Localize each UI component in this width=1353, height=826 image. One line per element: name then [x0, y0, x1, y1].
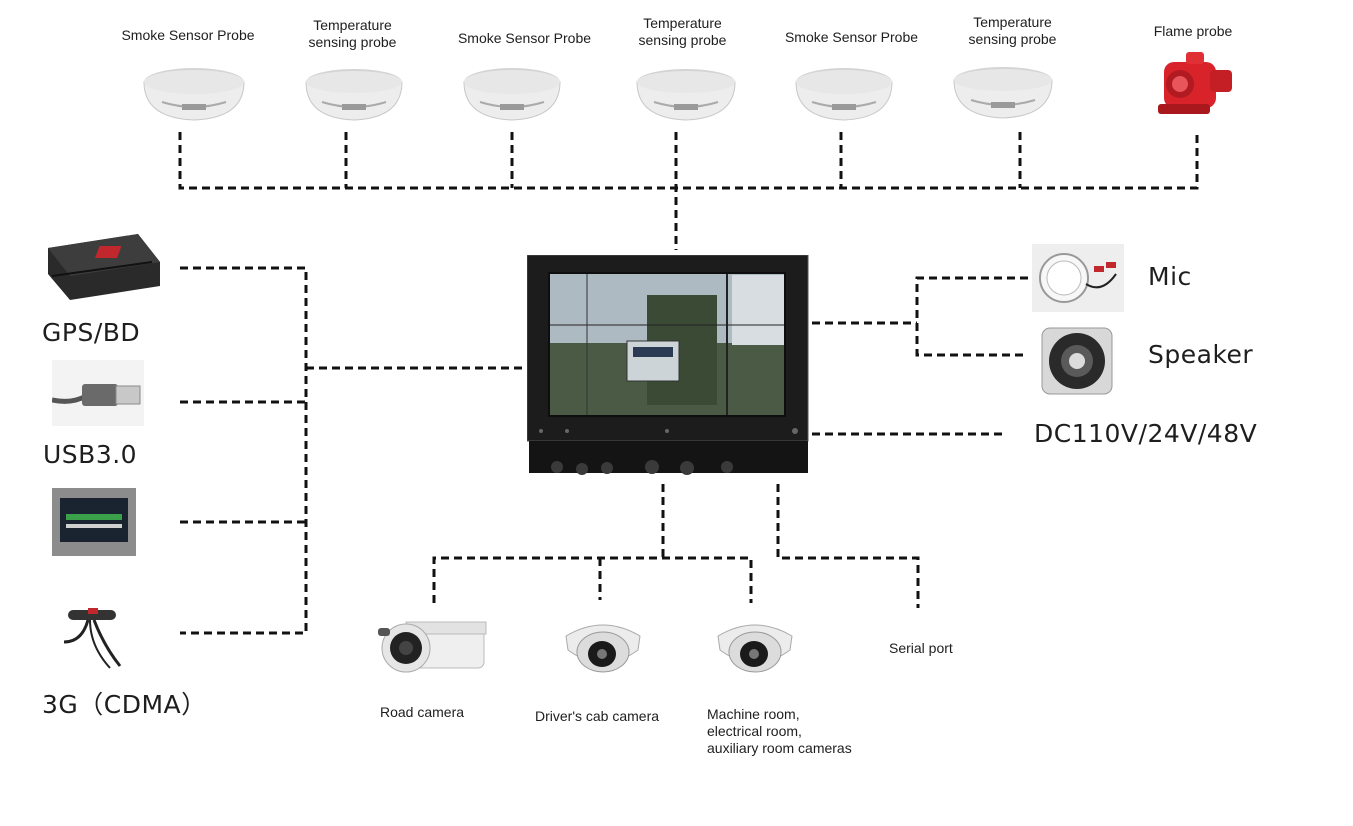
3g-antenna-icon [63, 608, 122, 669]
audio-bus [915, 276, 1028, 357]
cdma-label: 3G（CDMA） [42, 690, 207, 719]
host-monitor-icon [527, 255, 809, 475]
room-cameras-label-line3: auxiliary room cameras [707, 740, 852, 756]
temp-probe-label-2: Temperature sensing probe [620, 15, 745, 49]
usb-label: USB3.0 [43, 440, 138, 469]
road-camera-label: Road camera [380, 704, 465, 720]
temp-probe-label-1-line2: sensing probe [308, 34, 397, 50]
gps-label: GPS/BD [42, 318, 141, 347]
speaker-icon [1041, 327, 1113, 395]
dome-camera-icon [717, 624, 793, 673]
temp-probe-label-3: Temperature sensing probe [950, 14, 1075, 48]
power-label: DC110V/24V/48V [1034, 419, 1258, 448]
smoke-probe-label-2: Smoke Sensor Probe [457, 30, 592, 46]
temp-probe-label-2-line1: Temperature [643, 15, 722, 31]
serial-port-label: Serial port [889, 640, 953, 656]
speaker-label: Speaker [1148, 340, 1254, 369]
serial-link [776, 484, 920, 608]
heat-detector-icon [953, 67, 1053, 119]
bullet-camera-icon [378, 621, 487, 673]
camera-bus [432, 556, 753, 603]
heat-detector-icon [636, 69, 736, 121]
room-cameras-label-line2: electrical room, [707, 723, 802, 739]
dome-camera-icon [565, 624, 641, 673]
cab-camera-label: Driver's cab camera [535, 708, 660, 724]
microphone-icon [1032, 244, 1124, 312]
touch-display-icon [52, 488, 136, 556]
smoke-probe-label-1: Smoke Sensor Probe [121, 27, 255, 43]
mic-label: Mic [1148, 262, 1192, 291]
smoke-probe-label-3: Smoke Sensor Probe [784, 29, 919, 45]
sensor-bus [178, 132, 1199, 190]
flame-probe-label: Flame probe [1153, 23, 1233, 39]
flame-detector-icon [1158, 52, 1232, 114]
smoke-detector-icon [795, 68, 893, 121]
room-cameras-label-line1: Machine room, [707, 706, 800, 722]
temp-probe-label-3-line1: Temperature [973, 14, 1052, 30]
left-bus [180, 266, 308, 635]
room-cameras-label: Machine room, electrical room, auxiliary… [707, 706, 852, 757]
smoke-detector-icon [463, 68, 561, 121]
heat-detector-icon [305, 69, 403, 121]
temp-probe-label-3-line2: sensing probe [968, 31, 1057, 47]
temp-probe-label-2-line2: sensing probe [638, 32, 727, 48]
temp-probe-label-1: Temperature sensing probe [290, 17, 415, 51]
usb-plug-icon [52, 360, 144, 426]
smoke-detector-icon [143, 68, 245, 121]
temp-probe-label-1-line1: Temperature [313, 17, 392, 33]
gps-module-icon [48, 234, 160, 300]
